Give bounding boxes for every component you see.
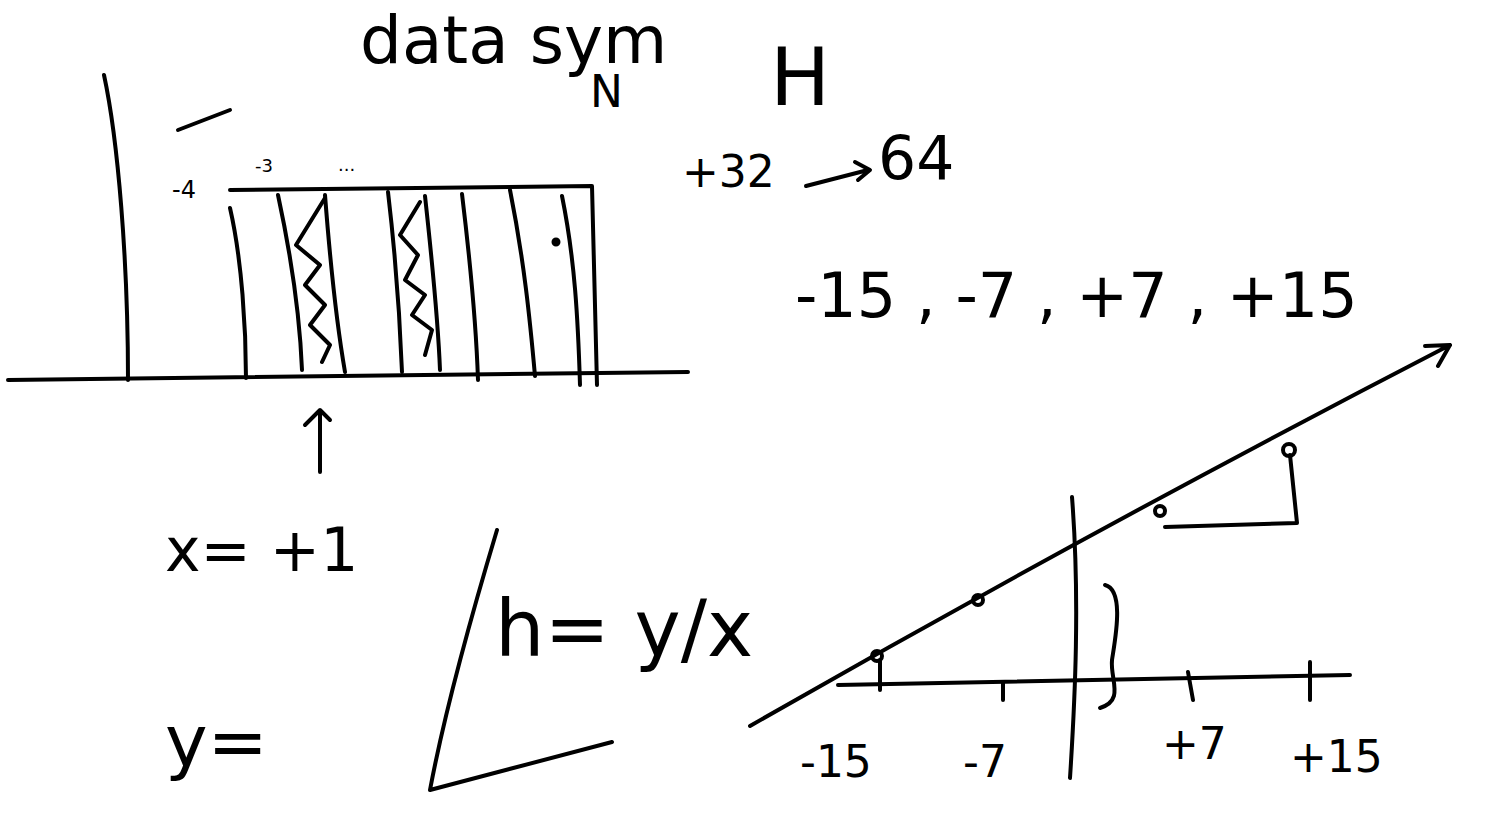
- tick-label: +15: [1290, 735, 1383, 779]
- brace: [1100, 585, 1117, 708]
- symbol: N: [590, 70, 623, 114]
- number: -3: [255, 157, 273, 175]
- point: [973, 595, 983, 605]
- scribble: [178, 110, 230, 130]
- x-axis: [8, 372, 688, 380]
- tick-label: -15: [800, 740, 872, 784]
- bar: [388, 192, 402, 372]
- bar: [562, 196, 580, 385]
- bar: [278, 195, 302, 370]
- box-top: [230, 186, 597, 385]
- number: +32: [682, 150, 775, 194]
- title-word: data sym: [360, 8, 667, 74]
- symbol: H: [770, 38, 830, 118]
- equation: x= +1: [165, 520, 358, 580]
- number: 64: [878, 128, 954, 188]
- zigzag: [400, 202, 432, 355]
- tick-label: +7: [1162, 722, 1227, 766]
- line: [750, 345, 1450, 726]
- tick: [880, 660, 1310, 700]
- point: [1155, 506, 1165, 516]
- formula: h= y/x: [495, 590, 753, 668]
- value-list: -15 , -7 , +7 , +15: [795, 265, 1358, 327]
- equation: y=: [165, 705, 268, 777]
- slope-triangle: [1165, 455, 1297, 527]
- bar: [510, 190, 535, 376]
- point: [872, 651, 882, 661]
- x-axis: [838, 675, 1350, 685]
- arrow: [806, 162, 870, 186]
- pointer-arrow: [305, 410, 330, 472]
- dot: [554, 240, 559, 245]
- number: -4: [172, 178, 196, 202]
- zigzag: [296, 198, 330, 362]
- ellipsis: ...: [338, 156, 355, 174]
- y-axis: [104, 75, 128, 380]
- bar: [462, 194, 478, 380]
- tick-label: -7: [963, 740, 1007, 784]
- bar: [230, 208, 246, 378]
- y-axis: [1070, 497, 1076, 778]
